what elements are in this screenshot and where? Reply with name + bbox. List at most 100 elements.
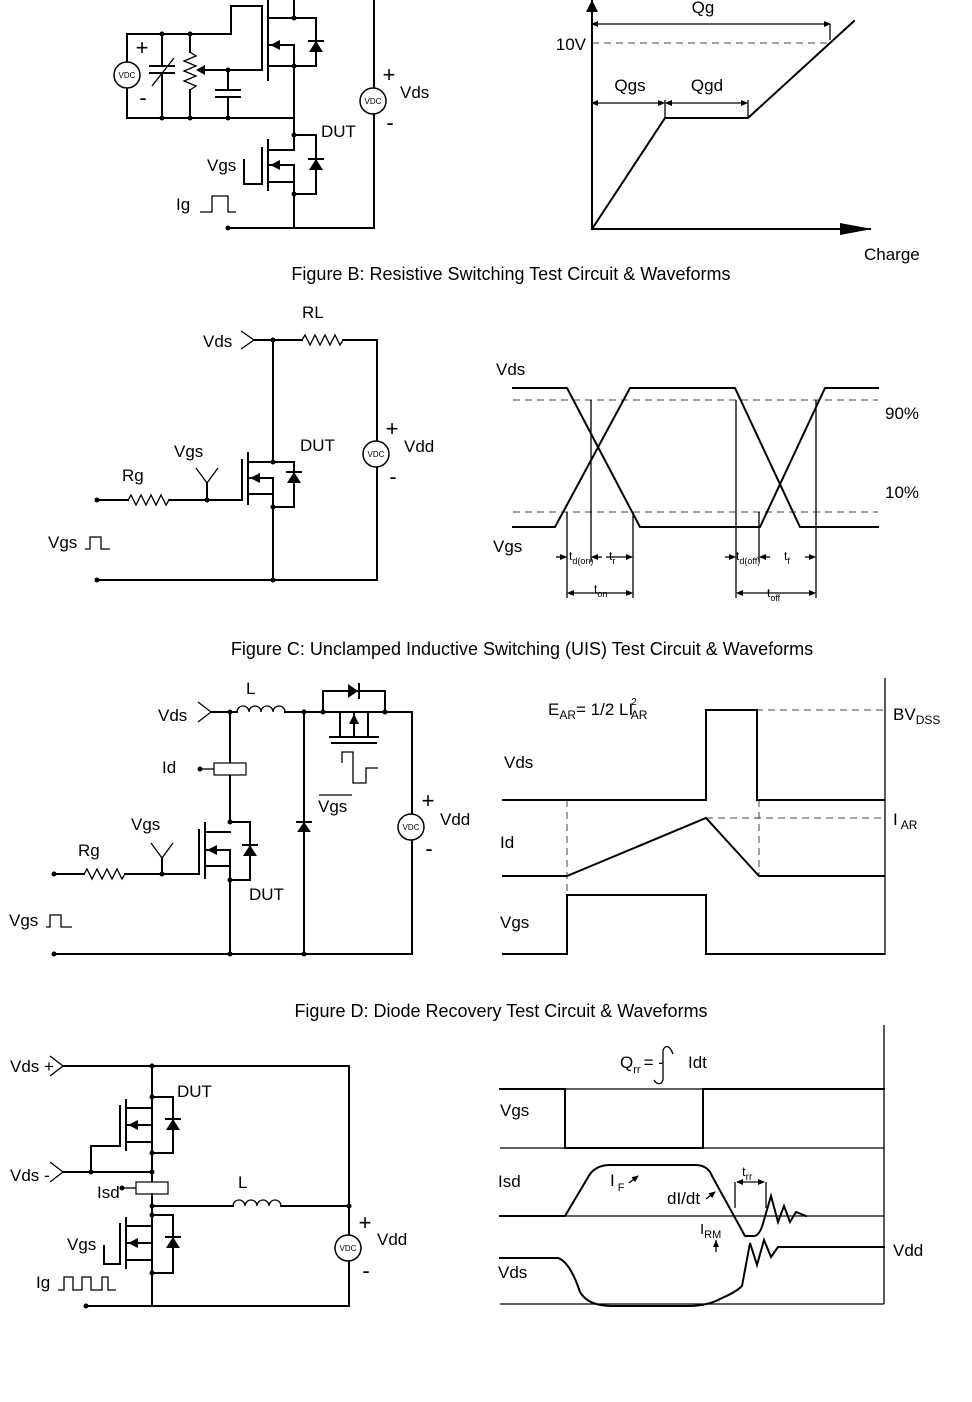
vgs-label: Vgs — [500, 913, 529, 932]
vdc-label: VDC — [365, 97, 382, 106]
vgs-trace — [499, 1088, 885, 1149]
vgs-terminal — [195, 467, 219, 485]
vds-trace — [502, 709, 885, 801]
rl-label: RL — [302, 303, 324, 322]
vgs-label: Vgs — [131, 815, 160, 834]
ton-label: ton — [594, 582, 607, 599]
trr-label: trr — [742, 1164, 753, 1183]
vdc-source — [334, 1234, 362, 1262]
minus-sign: - — [362, 1258, 369, 1283]
plus-sign: + — [422, 788, 435, 813]
qg-label: Qg — [692, 0, 715, 17]
pulse-icon — [46, 914, 72, 928]
vdc-label: VDC — [368, 450, 385, 459]
vds-label: Vds — [504, 753, 533, 772]
vgs-label: Vgs — [493, 537, 522, 556]
dut-label: DUT — [300, 436, 335, 455]
gate-charge-circuit: VDC + - — [113, 0, 429, 231]
rg-label: Rg — [122, 466, 144, 485]
figure-c-title: Figure C: Unclamped Inductive Switching … — [231, 639, 813, 659]
vgs-label: Vgs — [207, 156, 236, 175]
tf-label: tf — [784, 549, 790, 566]
qgs-label: Qgs — [614, 76, 645, 95]
uis-circuit: Vds L Vgs VDC + - Vdd — [9, 679, 470, 957]
vdd-label: Vdd — [893, 1241, 923, 1260]
vds-terminal — [197, 701, 213, 723]
integral-sign — [653, 1045, 674, 1085]
plus-sign: + — [136, 35, 149, 60]
vds-terminal — [240, 330, 256, 350]
dut-label: DUT — [177, 1082, 212, 1101]
vgs-terminal — [150, 842, 174, 860]
vds-trace — [512, 387, 879, 528]
minus-sign: - — [386, 110, 393, 135]
vdc-label: VDC — [403, 823, 420, 832]
diode-recovery-circuit: Vds + DUT Vds - Isd L — [10, 1055, 407, 1309]
rg-label: Rg — [78, 841, 100, 860]
vdc-source — [362, 440, 390, 468]
vds-minus-label: Vds - — [10, 1166, 50, 1185]
isd-label: Isd — [498, 1172, 521, 1191]
id-trace — [502, 816, 885, 877]
vdd-label: Vdd — [377, 1230, 407, 1249]
minus-sign: - — [425, 836, 432, 861]
vgs-source-label: Vgs — [9, 911, 38, 930]
plus-sign: + — [359, 1210, 372, 1235]
figure-a: VDC + - — [113, 0, 920, 264]
pulse-train-icon — [58, 1276, 116, 1291]
qrr-equation: Qrr= - — [620, 1053, 664, 1076]
vds-label: Vds — [498, 1263, 527, 1282]
pulse-icon — [85, 536, 110, 550]
vgs-label: Vgs — [174, 442, 203, 461]
vdc-source — [397, 813, 425, 841]
toff-label: toff — [767, 586, 781, 603]
dut-label: DUT — [249, 885, 284, 904]
resistive-switching-circuit: RL Vds VDC + - Vdd DUT — [48, 303, 434, 583]
inductor-label: L — [238, 1173, 247, 1192]
vds-label: Vds — [158, 706, 187, 725]
vds-label: Vds — [203, 332, 232, 351]
vdd-label: Vdd — [404, 437, 434, 456]
vgs-bar-label: Vgs — [318, 797, 347, 816]
ninety-percent-label: 90% — [885, 404, 919, 423]
ig-label: Ig — [176, 195, 190, 214]
vdc-label: VDC — [119, 71, 136, 80]
td-on-label: td(on) — [569, 549, 593, 566]
resistive-switching-waveform: Vds Vgs 90% 10% td(on) tr td(off) tf ton… — [493, 360, 919, 603]
vdc-source-right — [359, 87, 387, 115]
vds-trace — [499, 1236, 885, 1307]
vdd-label: Vdd — [440, 810, 470, 829]
id-label: Id — [162, 758, 176, 777]
ten-volt-label: 10V — [556, 35, 587, 54]
inductor — [232, 1199, 282, 1207]
isd-trace — [499, 1164, 808, 1237]
didt-label: dI/dt — [667, 1189, 700, 1208]
ig-label: Ig — [36, 1273, 50, 1292]
bvdss-label: BVDSS — [893, 705, 940, 727]
gate-charge-waveform: Qg 10V Qgs Qgd Charge — [556, 0, 920, 264]
id-label: Id — [500, 833, 514, 852]
vgs-trace — [512, 387, 879, 528]
figure-b-title: Figure B: Resistive Switching Test Circu… — [291, 264, 730, 284]
vgs-source-label: Vgs — [48, 533, 77, 552]
vds-label: Vds — [496, 360, 525, 379]
current-sense — [135, 1181, 169, 1195]
vgs-trace — [502, 894, 885, 955]
vgs-label: Vgs — [500, 1101, 529, 1120]
vdc-source-left — [113, 61, 141, 89]
vdc-label: VDC — [340, 1244, 357, 1253]
pulse-icon — [200, 195, 236, 213]
isd-label: Isd — [97, 1183, 120, 1202]
vds-label: Vds — [400, 83, 429, 102]
tr-label: tr — [609, 549, 615, 566]
vds-minus-terminal — [49, 1161, 65, 1183]
irm-label: IRM — [700, 1221, 721, 1241]
plus-sign: + — [383, 62, 396, 87]
plus-sign: + — [386, 416, 399, 441]
